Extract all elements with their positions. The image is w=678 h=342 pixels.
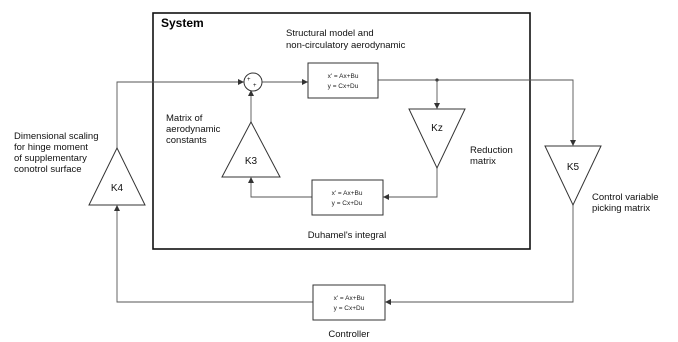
duhamel-eq2: y = Cx+Du <box>332 200 363 207</box>
arrowhead <box>248 177 254 183</box>
structural-model-block <box>307 62 379 99</box>
wire-kz-to-duhamel <box>383 168 438 198</box>
wire-structural-output <box>378 79 574 143</box>
structural-caption-line2: non-circulatory aerodynamic <box>286 40 406 51</box>
arrowhead <box>434 103 440 109</box>
k4-desc-line2: for hinge moment <box>14 142 88 153</box>
k4-label: K4 <box>111 183 124 194</box>
wire-k5-to-controller <box>388 205 574 303</box>
duhamel-eq1: x' = Ax+Bu <box>332 190 363 197</box>
k3-label: K3 <box>245 156 258 167</box>
structural-eq1: x' = Ax+Bu <box>328 73 359 80</box>
sum-sign-1: + <box>247 77 251 83</box>
arrowhead <box>570 140 576 146</box>
structural-caption-line1: Structural model and <box>286 28 374 39</box>
controller-caption: Controller <box>328 329 369 340</box>
k3-desc-line1: Matrix of <box>166 113 203 124</box>
k4-desc-line3: of supplementary <box>14 153 87 164</box>
wire-k4-to-sum <box>116 81 244 148</box>
controller-eq1: x' = Ax+Bu <box>334 295 365 302</box>
arrowhead <box>383 194 389 200</box>
k3-desc-line2: aerodynamic <box>166 124 221 135</box>
controller-block <box>312 284 386 321</box>
k4-desc-line1: Dimensional scaling <box>14 131 98 142</box>
k5-desc-line2: picking matrix <box>592 203 650 214</box>
controller-eq2: y = Cx+Du <box>334 305 365 312</box>
k3-gain-block <box>221 120 281 178</box>
kz-desc-line1: Reduction <box>470 145 513 156</box>
kz-label: Kz <box>431 123 443 134</box>
k5-label: K5 <box>567 162 580 173</box>
k4-desc-line4: conotrol surface <box>14 164 82 175</box>
arrowhead <box>238 79 244 85</box>
system-title: System <box>161 16 204 30</box>
sum-sign-2: + <box>253 83 257 89</box>
duhamel-caption: Duhamel's integral <box>308 230 386 241</box>
structural-eq2: y = Cx+Du <box>328 83 359 90</box>
k5-desc-line1: Control variable <box>592 192 659 203</box>
k3-desc-line3: constants <box>166 135 207 146</box>
k4-gain-block <box>88 146 146 206</box>
kz-gain-block <box>408 108 466 170</box>
system-boundary <box>152 12 531 250</box>
duhamel-integral-block <box>311 179 384 216</box>
summing-junction <box>243 72 263 92</box>
kz-desc-line2: matrix <box>470 156 496 167</box>
k5-gain-block <box>544 145 602 207</box>
wire-controller-to-k4 <box>116 208 313 303</box>
arrowhead <box>385 299 391 305</box>
wire-duhamel-to-k3 <box>250 180 312 198</box>
arrowhead <box>114 205 120 211</box>
arrowhead <box>248 90 254 96</box>
arrowhead <box>302 79 308 85</box>
